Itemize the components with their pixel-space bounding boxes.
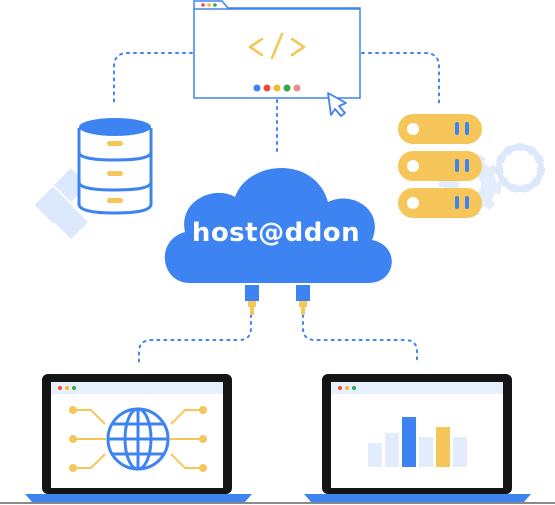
database-icon <box>77 118 153 215</box>
mouse-cursor-icon <box>327 92 347 117</box>
code-icon <box>248 32 306 60</box>
brand-name: host@ddon <box>191 218 361 248</box>
globe-network-icon <box>106 407 170 471</box>
dotted-connectors <box>113 52 440 363</box>
bar-chart-icon <box>368 417 467 467</box>
laptop-icon <box>304 374 531 502</box>
window-status-dots <box>253 84 301 92</box>
cloud-icon <box>164 168 392 283</box>
connector-plug-icon <box>245 285 310 315</box>
browser-window-icon <box>193 0 361 99</box>
server-rack-icon <box>398 114 482 218</box>
laptop-icon <box>25 374 252 502</box>
